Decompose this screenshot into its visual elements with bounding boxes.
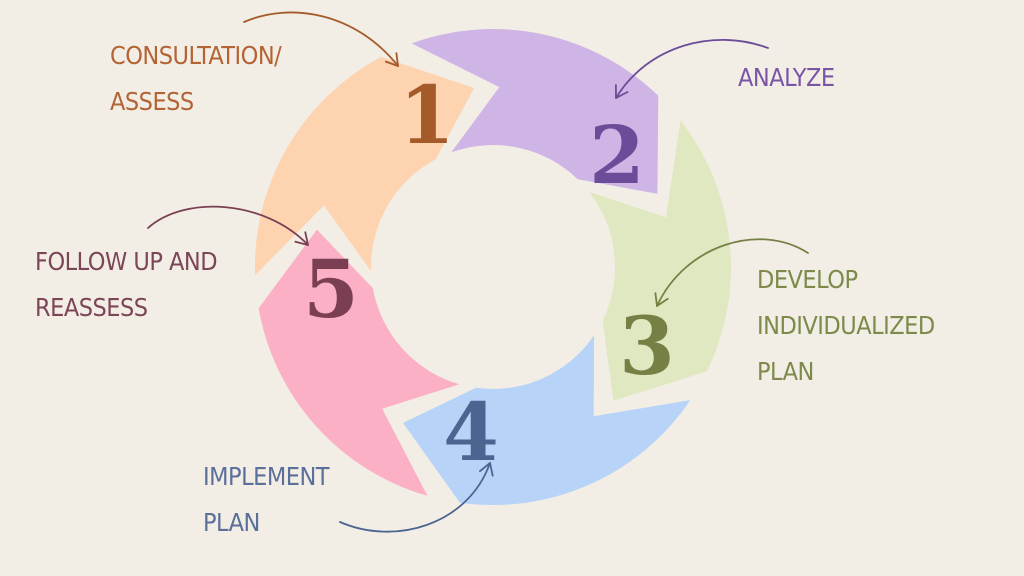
step-2-segment (411, 29, 659, 194)
arrowhead-icon (294, 231, 309, 246)
step-5-label-line-1: FOLLOW UP AND (35, 247, 218, 276)
step-3-label-line-1: DEVELOP (757, 265, 858, 294)
arrowhead-icon (654, 292, 669, 307)
step-3-label: DEVELOP INDIVIDUALIZED PLAN (757, 257, 935, 395)
step-3-label-line-2: INDIVIDUALIZED (757, 311, 935, 340)
step-5-pointer-arrow (147, 205, 309, 246)
step-3-number: 3 (619, 299, 675, 393)
step-5-segment (258, 229, 460, 496)
step-1-label-line-2: ASSESS (110, 87, 194, 116)
arrowhead-icon (479, 462, 494, 477)
step-3-pointer-arrow (656, 238, 809, 307)
step-5-number: 5 (303, 242, 359, 336)
step-4-label-line-2: PLAN (203, 508, 260, 537)
step-1-number: 1 (399, 68, 455, 162)
step-1-label: CONSULTATION/ ASSESS (110, 33, 282, 125)
step-5-label-line-2: REASSESS (35, 293, 148, 322)
arrowhead-icon (384, 52, 399, 67)
step-4-segment (403, 335, 691, 506)
step-4-label-line-1: IMPLEMENT (203, 462, 330, 491)
step-2-number: 2 (589, 108, 645, 202)
step-3-label-line-3: PLAN (757, 357, 814, 386)
arrowhead-icon (615, 84, 629, 99)
step-2-label-line-1: ANALYZE (738, 63, 835, 92)
step-4-pointer-arrow (339, 462, 491, 533)
step-3-segment (589, 120, 731, 401)
step-1-pointer-arrow (243, 11, 399, 67)
step-2-label: ANALYZE (738, 55, 835, 101)
step-1-segment (254, 56, 475, 276)
step-4-label: IMPLEMENT PLAN (203, 454, 330, 546)
step-2-pointer-arrow (615, 38, 769, 99)
step-5-label: FOLLOW UP AND REASSESS (35, 239, 218, 331)
step-1-label-line-1: CONSULTATION/ (110, 41, 282, 70)
